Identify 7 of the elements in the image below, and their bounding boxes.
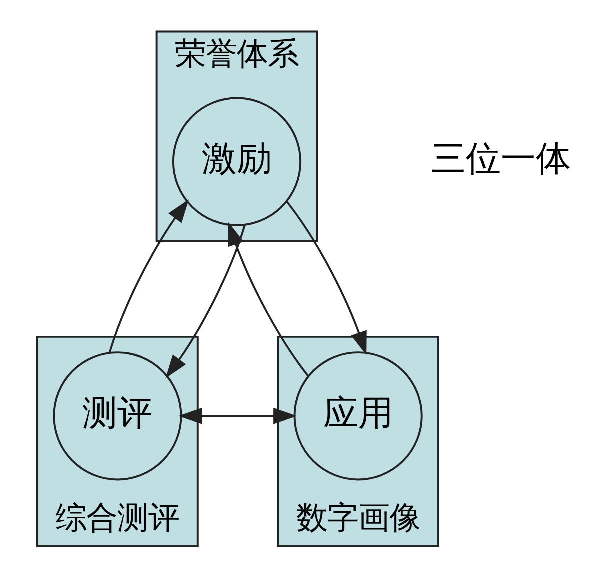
node-circle: 激励	[172, 97, 302, 226]
arrow	[166, 224, 246, 379]
node-circle: 测评	[53, 352, 182, 481]
node-circle: 应用	[294, 352, 423, 481]
label: 三位一体	[431, 138, 572, 180]
arrow	[286, 201, 367, 356]
arrow	[228, 222, 310, 377]
